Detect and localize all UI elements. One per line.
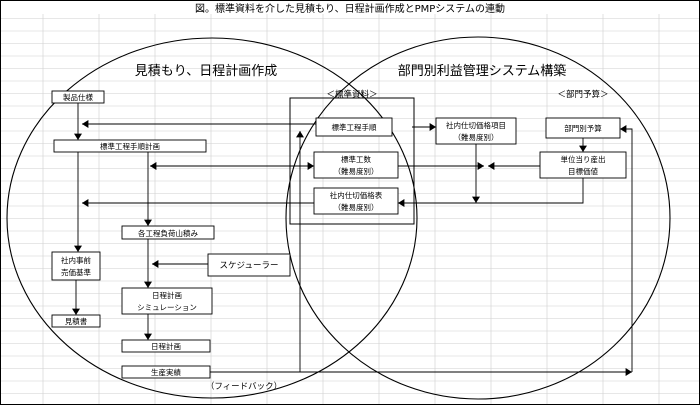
arrow-head (144, 219, 152, 226)
svg-text:売価基準: 売価基準 (61, 267, 91, 277)
svg-text:標準工数: 標準工数 (341, 154, 371, 164)
internal-pricing-standard-box: 社内事前 売価基準 (51, 251, 101, 281)
scheduler-box: スケジューラー (207, 253, 291, 277)
arrow-head (82, 120, 89, 128)
svg-text:見積書: 見積書 (65, 316, 88, 326)
arrow-head (72, 308, 80, 315)
svg-text:各工程負荷山積み: 各工程負荷山積み (138, 228, 198, 238)
standard-man-hours-box: 標準工数 （難易度別） (313, 151, 399, 179)
svg-text:目標価値: 目標価値 (568, 166, 598, 176)
arrow-head (472, 196, 480, 203)
internal-price-table-box: 社内仕切価格表 （難易度別） (313, 187, 399, 215)
left-region-title: 見積もり、日程計画作成 (135, 63, 277, 79)
standard-process-plan-box: 標準工程手順計画 (53, 139, 207, 153)
schedule-simulation-box: 日程計画 シミュレーション (121, 287, 213, 315)
svg-text:シミュレーション: シミュレーション (137, 303, 197, 312)
svg-text:社内事前: 社内事前 (61, 255, 91, 265)
arrow-head (296, 131, 304, 138)
arrow-head (152, 260, 159, 268)
arrow-head (625, 368, 632, 376)
arrow-head (398, 199, 405, 207)
internal-price-items-box: 社内仕切価格項目 （難易度別） (435, 117, 517, 145)
department-budget-box: 部門別予算 (545, 117, 621, 139)
svg-text:生産実績: 生産実績 (151, 367, 181, 377)
arrow-head (488, 162, 495, 170)
standard-materials-label: ＜標準資料＞ (326, 89, 377, 100)
diagram-title: 図。標準資料を介した見積もり、日程計画作成とPMPシステムの連動 (195, 2, 505, 15)
svg-text:社内仕切価格項目: 社内仕切価格項目 (446, 120, 506, 130)
arrow-head (579, 145, 587, 152)
left-venn-circle (6, 37, 418, 399)
svg-text:日程計画: 日程計画 (151, 341, 181, 351)
arrow-head (144, 281, 152, 288)
svg-text:標準工程手順: 標準工程手順 (332, 122, 377, 132)
arrow-head (307, 162, 314, 170)
arrow-head (74, 245, 82, 252)
arrow-head (74, 133, 82, 140)
svg-text:単位当り産出: 単位当り産出 (561, 154, 606, 164)
svg-text:製品仕様: 製品仕様 (63, 92, 93, 102)
department-budget-label: ＜部門予算＞ (557, 89, 608, 100)
right-region-title: 部門別利益管理システム構築 (398, 64, 567, 79)
svg-text:社内仕切価格表: 社内仕切価格表 (330, 190, 383, 200)
standard-materials-frame (289, 97, 415, 225)
flow-arrows (72, 103, 633, 376)
arrow-head (477, 162, 484, 170)
feedback-label: （フィードバック） (206, 381, 282, 392)
process-load-box: 各工程負荷山積み (121, 225, 215, 240)
standard-process-box: 標準工程手順 (315, 117, 393, 137)
unit-target-value-box: 単位当り産出 目標価値 (539, 151, 627, 179)
flow-target-to-price-table (476, 178, 584, 204)
product-spec-box: 製品仕様 (51, 90, 105, 104)
svg-text:（難易度別）: （難易度別） (334, 166, 379, 176)
schedule-plan-box: 日程計画 (121, 339, 211, 353)
production-results-box: 生産実績 (121, 365, 211, 379)
svg-text:部門別予算: 部門別予算 (564, 123, 602, 133)
arrow-head (144, 333, 152, 340)
arrow-head (620, 125, 627, 133)
svg-text:（難易度別）: （難易度別） (454, 132, 499, 142)
svg-text:スケジューラー: スケジューラー (220, 261, 279, 271)
estimate-document-box: 見積書 (51, 314, 101, 328)
svg-text:（難易度別）: （難易度別） (334, 202, 379, 212)
arrow-head (150, 162, 157, 170)
svg-text:標準工程手順計画: 標準工程手順計画 (100, 141, 160, 151)
right-venn-circle (285, 36, 671, 400)
flow-results-to-standard-process (210, 131, 301, 373)
svg-text:日程計画: 日程計画 (152, 290, 182, 300)
arrow-head (429, 123, 436, 131)
arrow-head (82, 199, 89, 207)
